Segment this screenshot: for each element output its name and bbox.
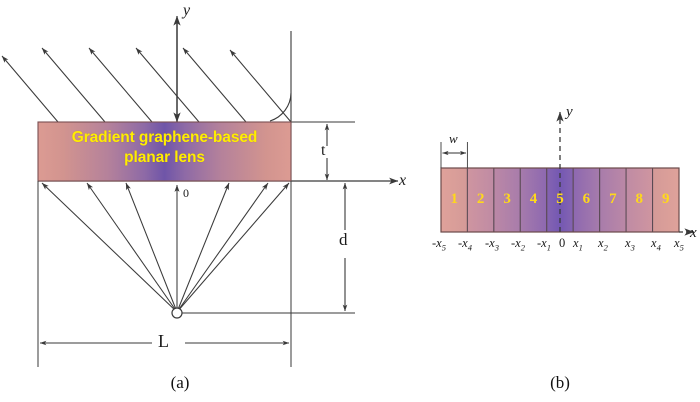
panel-a-caption: (a) [170,373,190,392]
tick-base: x [489,236,495,250]
panel-b-tick-x4: x4 [651,236,661,253]
panel-a-focal-point [171,307,183,319]
panel-a-x-axis-label: x [399,172,407,189]
tick-sign: - [511,236,516,250]
panel-b-cell-2 [466,167,495,233]
panel-b-cell-9 [652,167,680,233]
panel-b-tick--x3: -x3 [485,236,499,253]
tick-sub: 4 [656,242,661,253]
tick-base: x [573,236,579,250]
tick-base: 0 [559,236,566,250]
tick-sub: 3 [630,242,635,253]
panel-a-thickness-label: t [321,142,326,159]
panel-b-tick-x1: x1 [573,236,583,253]
panel-b-width-label: w [449,131,458,146]
panel-a-incident-rays [1,47,292,123]
panel-b-tick--x2: -x2 [511,236,525,253]
tick-sub: 1 [578,242,583,253]
panel-b-tick--x4: -x4 [458,236,472,253]
panel-b-graphics [440,111,695,236]
panel-a-aperture-label: L [158,331,169,351]
tick-sign: - [485,236,490,250]
panel-b-tick-x5: x5 [674,236,684,253]
panel-a-graphics [1,15,399,367]
tick-sub: 5 [441,242,446,253]
panel-a-focal-distance-label: d [339,230,348,249]
tick-sub: 3 [494,242,499,253]
panel-b-x-axis-label: x [690,225,697,241]
panel-a-incidence-angle-arc [269,92,292,122]
panel-b-cell-6 [572,167,601,233]
panel-b-cell-8 [625,167,653,233]
panel-a-y-axis-label: y [183,2,191,19]
tick-sub: 1 [546,242,551,253]
tick-sign: - [432,236,437,250]
panel-b-tick-x2: x2 [598,236,608,253]
tick-sub: 4 [467,242,472,253]
panel-b-tick--x1: -x1 [537,236,551,253]
tick-base: x [625,236,631,250]
panel-a-lens-slab [37,121,292,182]
tick-sign: - [537,236,542,250]
panel-b-caption: (b) [550,373,570,392]
tick-base: x [462,236,468,250]
panel-b-y-axis-label: y [566,104,573,120]
tick-sub: 5 [679,242,684,253]
panel-b-tick-0: 0 [559,236,565,251]
panel-b-cell-3 [493,167,521,233]
tick-base: x [598,236,604,250]
tick-base: x [651,236,657,250]
panel-b-cell-7 [599,167,627,233]
tick-sub: 2 [520,242,525,253]
tick-base: x [541,236,547,250]
panel-b-cell-1 [440,167,468,233]
panel-b-tick-x3: x3 [625,236,635,253]
tick-base: x [515,236,521,250]
panel-b-tick--x5: -x5 [432,236,446,253]
panel-b-cells [440,167,680,233]
tick-base: x [436,236,442,250]
tick-base: x [674,236,680,250]
tick-sub: 2 [603,242,608,253]
panel-a-converging-rays [41,182,290,313]
tick-sign: - [458,236,463,250]
panel-a-origin-label: 0 [183,186,189,200]
panel-b-cell-4 [519,167,548,233]
